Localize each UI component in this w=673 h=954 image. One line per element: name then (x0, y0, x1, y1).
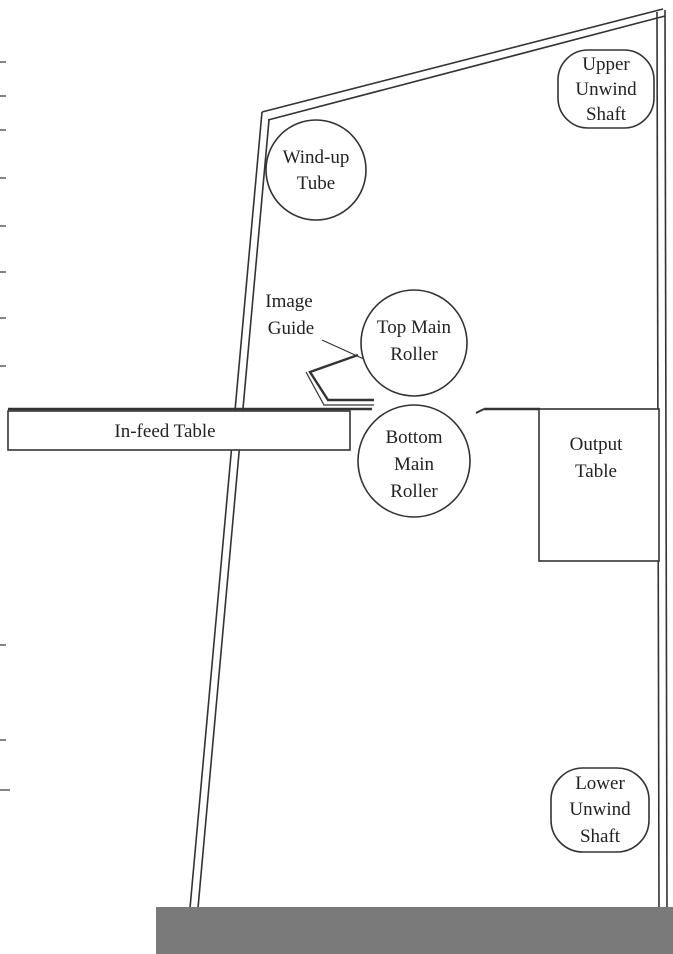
svg-text:Shaft: Shaft (586, 104, 627, 125)
top-main-roller: Top Main Roller (360, 289, 468, 397)
bottom-main-roller-label-2: Main (394, 454, 435, 475)
top-main-roller-label-1: Top Main (377, 317, 452, 338)
image-guide: Image Guide (265, 291, 374, 406)
bottom-main-roller: Bottom Main Roller (357, 404, 471, 518)
svg-text:Upper: Upper (582, 54, 630, 75)
svg-text:Roller: Roller (390, 481, 438, 502)
image-guide-label-1: Image (265, 291, 312, 312)
svg-text:Main: Main (394, 454, 435, 475)
svg-text:Shaft: Shaft (580, 826, 621, 847)
wind-up-tube-label-2: Tube (297, 173, 335, 194)
output-table-label-2: Table (575, 461, 617, 482)
svg-text:Wind-up: Wind-up (283, 147, 350, 168)
wind-up-tube-label-1: Wind-up (283, 147, 350, 168)
wind-up-tube: Wind-up Tube (265, 119, 367, 221)
svg-text:Output: Output (570, 434, 624, 455)
top-main-roller-label-2: Roller (390, 344, 438, 365)
upper-unwind-shaft-label-2: Unwind (575, 79, 637, 100)
bottom-main-roller-label-1: Bottom (385, 427, 442, 448)
image-guide-label-2: Guide (268, 318, 314, 339)
svg-text:Roller: Roller (390, 344, 438, 365)
svg-text:Lower: Lower (575, 773, 625, 794)
margin-ticks (0, 61, 10, 791)
base-plate (156, 907, 673, 954)
in-feed-table: In-feed Table (7, 410, 351, 451)
lower-unwind-shaft: Lower Unwind Shaft (550, 767, 650, 853)
bottom-main-roller-label-3: Roller (390, 481, 438, 502)
upper-unwind-shaft-label-1: Upper (582, 54, 630, 75)
svg-text:In-feed Table: In-feed Table (114, 421, 215, 442)
svg-text:Table: Table (575, 461, 617, 482)
machine-frame (189, 8, 668, 909)
output-table: Output Table (538, 408, 660, 562)
lower-unwind-shaft-label-2: Unwind (569, 799, 631, 820)
svg-text:Bottom: Bottom (385, 427, 442, 448)
in-feed-table-label: In-feed Table (114, 421, 215, 442)
lower-unwind-shaft-label-3: Shaft (580, 826, 621, 847)
upper-unwind-shaft: Upper Unwind Shaft (557, 49, 655, 129)
svg-text:Tube: Tube (297, 173, 335, 194)
svg-text:Unwind: Unwind (569, 799, 631, 820)
upper-unwind-shaft-label-3: Shaft (586, 104, 627, 125)
svg-text:Image: Image (265, 291, 312, 312)
lower-unwind-shaft-label-1: Lower (575, 773, 625, 794)
svg-text:Guide: Guide (268, 318, 314, 339)
web-path (8, 407, 540, 414)
svg-text:Top Main: Top Main (377, 317, 452, 338)
svg-text:Unwind: Unwind (575, 79, 637, 100)
output-table-label-1: Output (570, 434, 624, 455)
